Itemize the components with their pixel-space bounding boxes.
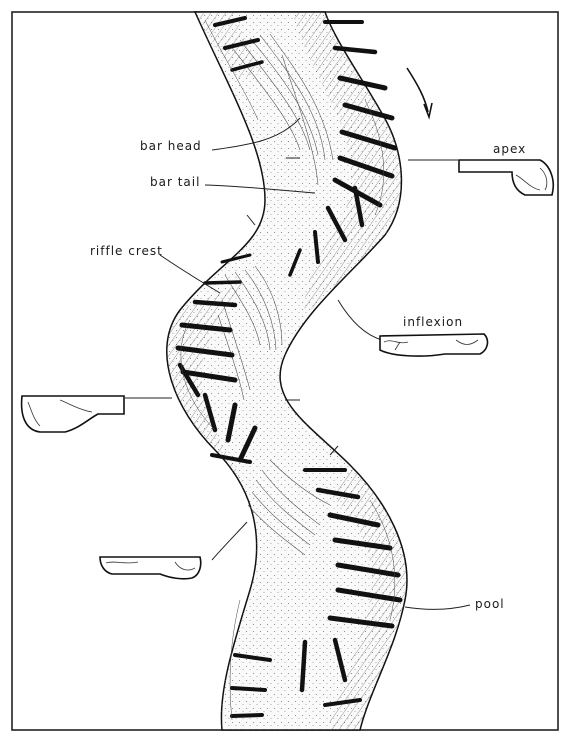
leader-pool (405, 605, 470, 609)
river-channel (167, 12, 407, 730)
leader-inflexion (338, 300, 382, 340)
cross-section-left (22, 396, 124, 432)
leader-riffle-crest (160, 255, 220, 293)
label-apex: apex (493, 142, 526, 156)
label-inflexion: inflexion (403, 315, 463, 329)
cross-section-apex (459, 160, 553, 195)
label-bar-tail: bar tail (150, 175, 200, 189)
leader-lower-left-section (212, 522, 247, 560)
label-riffle-crest: riffle crest (90, 244, 163, 258)
label-bar-head: bar head (140, 139, 202, 153)
cross-section-lower-left (100, 557, 201, 579)
flow-arrow-icon (407, 68, 432, 117)
label-pool: pool (475, 597, 505, 611)
cross-section-inflexion (380, 334, 487, 356)
